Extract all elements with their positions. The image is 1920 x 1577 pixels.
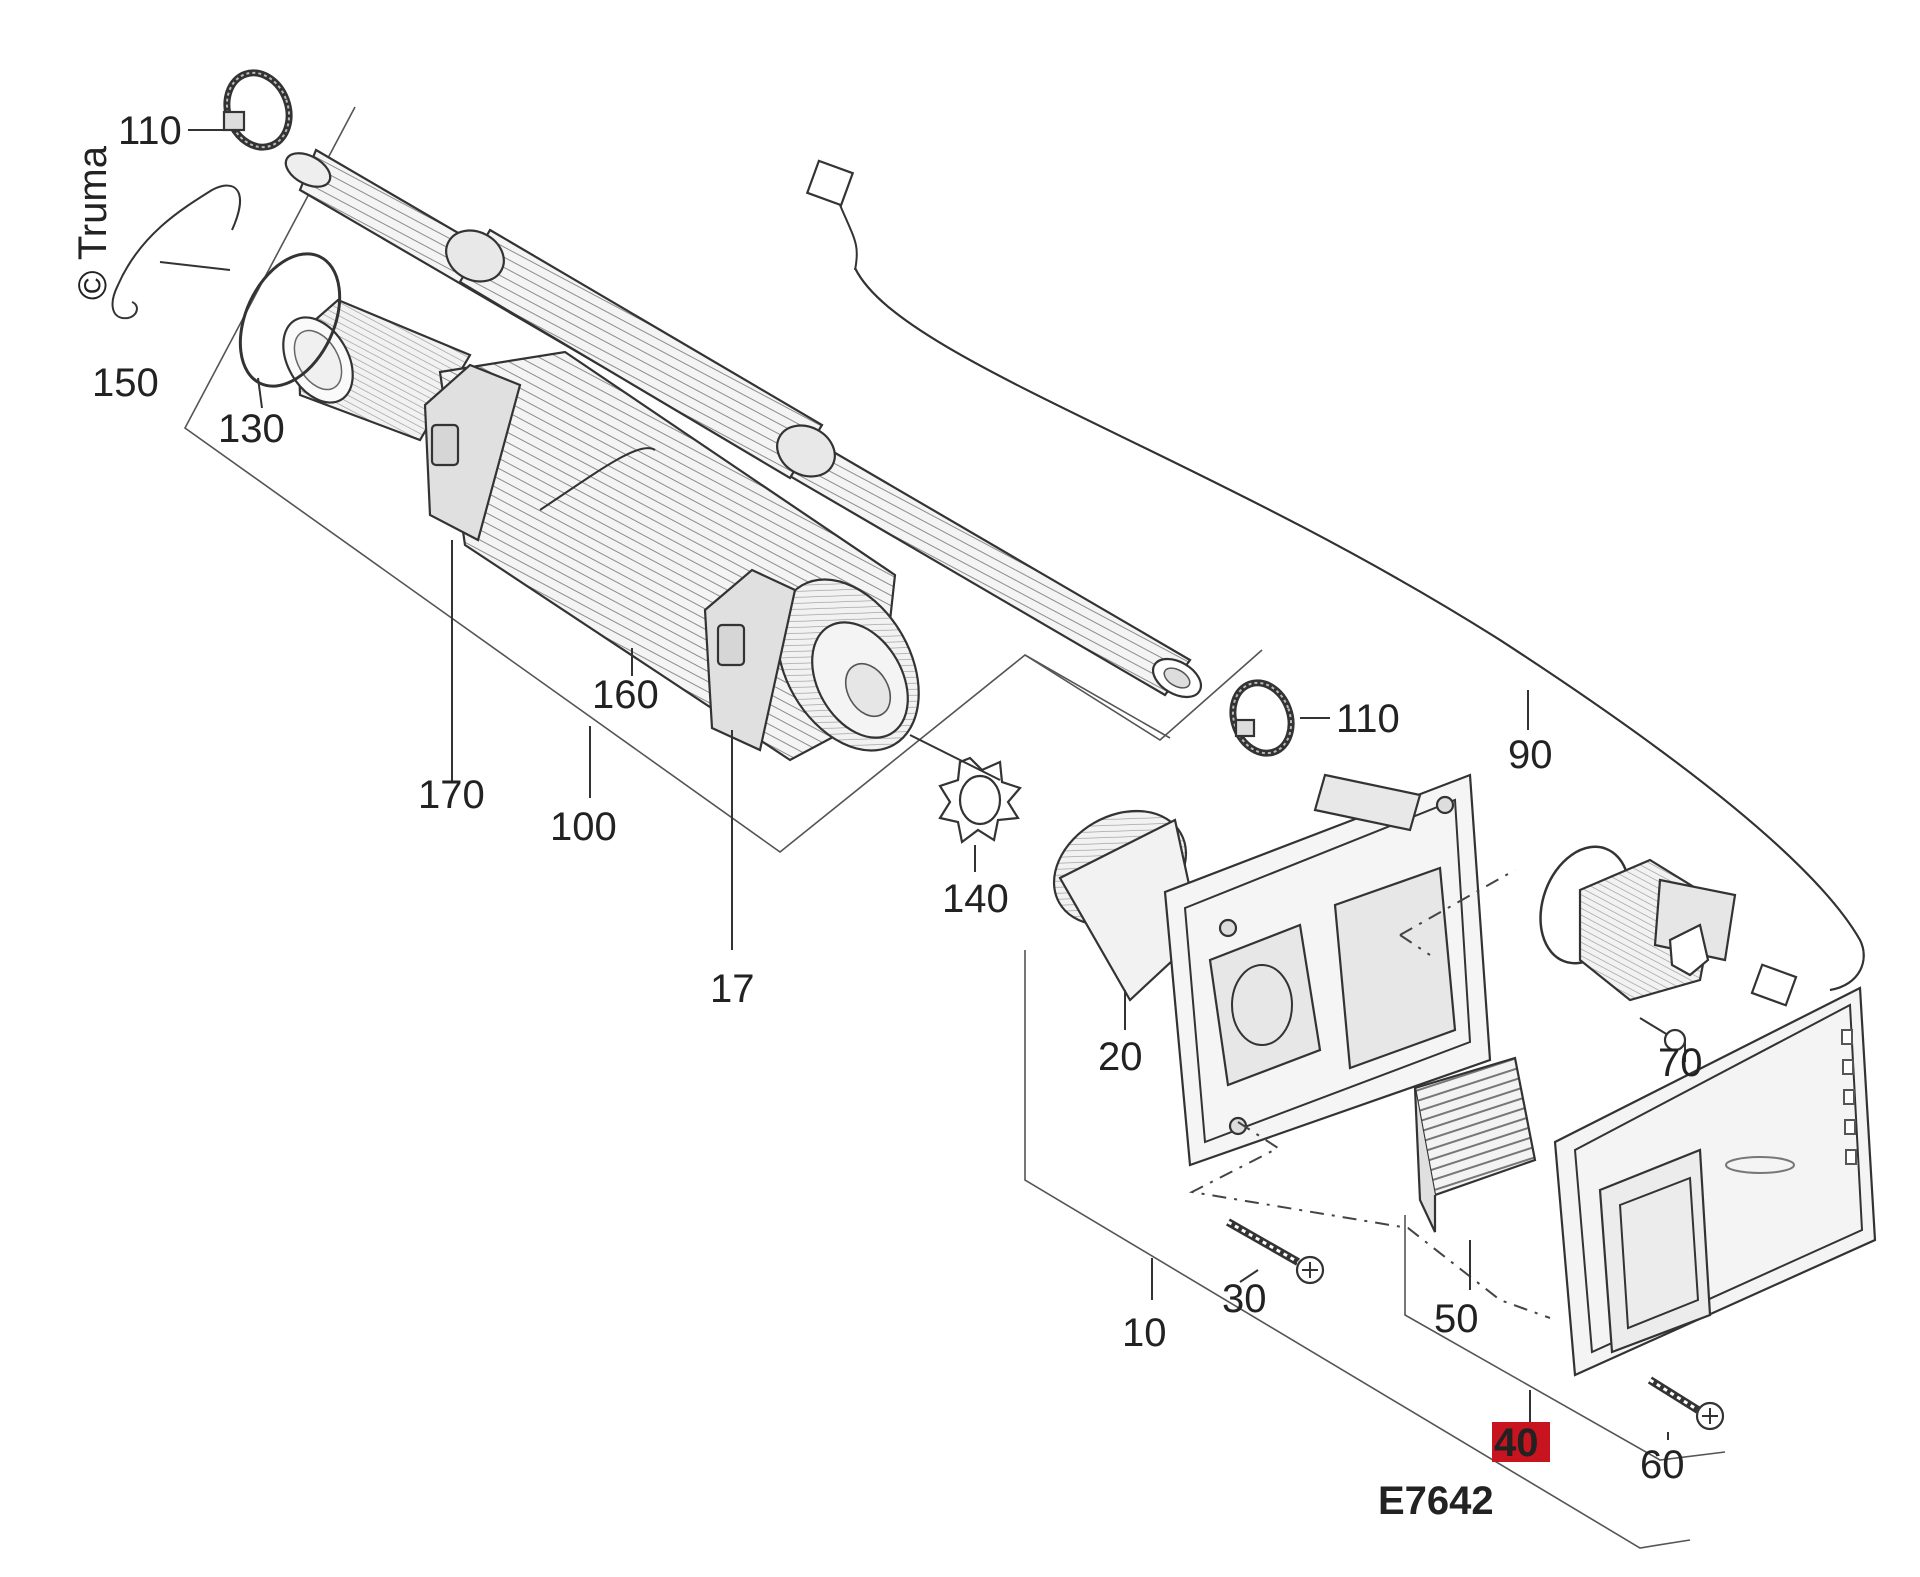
- cover-panel-40: [1553, 986, 1877, 1377]
- part-label-150: 150: [92, 361, 159, 405]
- o-ring-130: [238, 252, 342, 388]
- assembly-bracket-10: [1024, 950, 1691, 1549]
- hose-clamp-110-right: [1229, 679, 1295, 757]
- part-label-110-right: 110: [1336, 697, 1400, 741]
- part-label-160: 160: [592, 673, 659, 717]
- part-label-60: 60: [1640, 1443, 1685, 1487]
- retaining-clip-150: [111, 184, 241, 320]
- screw-60: [1647, 1376, 1725, 1431]
- part-label-90: 90: [1508, 733, 1553, 777]
- exhaust-tube-long: [284, 148, 1202, 699]
- part-label-70: 70: [1658, 1041, 1703, 1085]
- assembly-bracket-40: [1404, 1215, 1726, 1461]
- fan-motor-70: [1539, 845, 1737, 1052]
- diagram-code: E7642: [1378, 1479, 1494, 1523]
- part-label-30: 30: [1222, 1277, 1267, 1321]
- heater-housing-20: [1052, 773, 1492, 1167]
- part-label-140: 140: [942, 877, 1009, 921]
- part-labels: 110 150 130 170 160 100 17 140 110 90 20…: [92, 109, 1703, 1487]
- hose-clamp-110-top: [222, 69, 293, 151]
- part-label-40: 40: [1494, 1421, 1539, 1465]
- part-label-110-top: 110: [118, 109, 182, 153]
- part-label-100: 100: [550, 805, 617, 849]
- highlighted-part-40: 40: [1492, 1421, 1550, 1465]
- part-label-20: 20: [1098, 1035, 1143, 1079]
- highlight-box: [1492, 1422, 1550, 1462]
- leader-lines: [159, 129, 1686, 1440]
- screw-30: [1226, 1218, 1325, 1285]
- part-label-17: 17: [710, 967, 755, 1011]
- part-label-130: 130: [218, 407, 285, 451]
- copyright-text: © Truma: [71, 145, 115, 300]
- combustion-air-tube: [282, 298, 920, 762]
- part-label-10: 10: [1122, 1311, 1167, 1355]
- part-label-50: 50: [1434, 1297, 1479, 1341]
- part-label-170: 170: [418, 773, 485, 817]
- assembly-axis-lines: [1188, 869, 1551, 1319]
- cable-harness-90: [805, 159, 1865, 1007]
- grille-50: [1413, 1056, 1537, 1233]
